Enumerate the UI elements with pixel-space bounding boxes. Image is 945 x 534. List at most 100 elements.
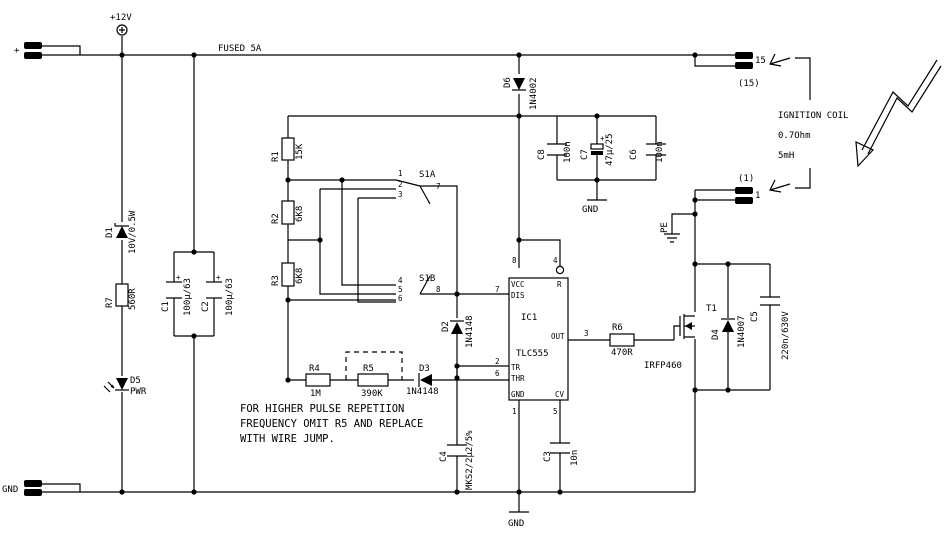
k15-label: 15 xyxy=(755,56,766,66)
r6-ref: R6 xyxy=(612,323,623,333)
d2-ref: D2 xyxy=(441,321,451,332)
d6-ref: D6 xyxy=(503,77,513,88)
c3-value: 10n xyxy=(570,450,580,466)
ic1-ref: IC1 xyxy=(521,313,537,323)
d3-ref: D3 xyxy=(419,364,430,374)
resistor-r6: R6 470R xyxy=(609,323,635,358)
c3-ref: C3 xyxy=(543,451,553,462)
resistor-r3: R3 6K8 xyxy=(271,262,305,287)
note-line2: FREQUENCY OMIT R5 AND REPLACE xyxy=(240,418,423,430)
ic1-pin-vcc: VCC xyxy=(511,280,525,289)
switch-s1b: S1B 4 5 6 8 xyxy=(398,274,441,303)
ic1-num-5: 5 xyxy=(553,407,558,416)
c7-ref: C7 xyxy=(580,149,590,160)
plus-terminal-label: + xyxy=(14,46,20,56)
ground-bottom-label: GND xyxy=(508,519,524,529)
r5-value: 390K xyxy=(361,389,383,399)
capacitor-c1: + C1 100µ/63 xyxy=(161,273,193,316)
coil-line1: IGNITION COIL xyxy=(778,111,848,121)
c2-value: 100µ/63 xyxy=(225,278,235,316)
d6-value: 1N4002 xyxy=(529,77,539,110)
ic1-num-2: 2 xyxy=(495,357,500,366)
note-block: FOR HIGHER PULSE REPETIION FREQUENCY OMI… xyxy=(240,403,423,445)
r5-ref: R5 xyxy=(363,364,374,374)
ic1-pin-dis: DIS xyxy=(511,291,525,300)
s1a-pin7: 7 xyxy=(436,182,441,191)
capacitor-c8: C8 100n xyxy=(537,141,573,163)
ground-caps-label: GND xyxy=(582,205,598,215)
capacitor-c2: + C2 100µ/63 xyxy=(201,273,235,316)
r6-value: 470R xyxy=(611,348,633,358)
junctions xyxy=(119,52,731,495)
k1-label: 1 xyxy=(755,191,760,201)
c4-ref: C4 xyxy=(439,451,449,462)
pe-earth-symbol: PE xyxy=(660,222,680,243)
d5-ref: D5 xyxy=(130,376,141,386)
ignition-coil: IGNITION COIL 0.7Ohm 5mH xyxy=(769,53,848,193)
fuse-label: FUSED 5A xyxy=(218,44,262,54)
d1-value: 10V/0.5W xyxy=(128,210,138,254)
diode-d6: D6 1N4002 xyxy=(503,77,539,110)
s1a-pin1: 1 xyxy=(398,169,403,178)
d3-value: 1N4148 xyxy=(406,387,439,397)
c2-plus: + xyxy=(216,273,221,282)
s1b-pin6: 6 xyxy=(398,294,403,303)
diode-d3: D3 1N4148 xyxy=(406,364,439,397)
r1-value: 15K xyxy=(295,143,305,160)
resistor-r1: R1 15K xyxy=(271,137,305,162)
wires xyxy=(42,36,771,512)
spark-icon xyxy=(855,59,942,168)
capacitor-c5: C5 220n/630V xyxy=(750,296,791,360)
s1b-pin8: 8 xyxy=(436,285,441,294)
supply-symbol: +12V FUSED 5A xyxy=(110,13,262,54)
r7-ref: R7 xyxy=(105,297,115,308)
c7-value: 47µ/25 xyxy=(605,133,615,166)
connector-1: (1) 1 xyxy=(735,174,760,204)
k15-alt-label: (15) xyxy=(738,79,760,89)
diode-d2: D2 1N4148 xyxy=(441,315,475,348)
r2-ref: R2 xyxy=(271,213,281,224)
ic1-pin-gnd: GND xyxy=(511,390,525,399)
ic1-num-8: 8 xyxy=(512,256,517,265)
ic1-pin-r: R xyxy=(557,280,562,289)
resistor-r7: R7 560R xyxy=(105,283,138,310)
s1a-pin2: 2 xyxy=(398,180,403,189)
c4-value: MKS2/2µ2/5% xyxy=(465,430,475,490)
connector-15: 15 (15) xyxy=(735,52,766,89)
capacitor-c3: C3 10n xyxy=(543,442,580,466)
gnd-terminal-label: GND xyxy=(2,485,18,495)
s1b-pin4: 4 xyxy=(398,276,403,285)
s1b-ref: S1B xyxy=(419,274,435,284)
k1-alt-label: (1) xyxy=(738,174,754,184)
c8-value: 100n xyxy=(563,141,573,163)
s1a-ref: S1A xyxy=(419,170,436,180)
ic1-num-3: 3 xyxy=(584,329,589,338)
c6-ref: C6 xyxy=(629,149,639,160)
c7-plus: + xyxy=(600,134,605,143)
r7-value: 560R xyxy=(128,288,138,310)
c8-ref: C8 xyxy=(537,149,547,160)
ic1-pin-cv: CV xyxy=(555,390,565,399)
ic1-tlc555: IC1 TLC555 VCC DIS TR THR GND OUT R CV 8… xyxy=(495,256,589,416)
mosfet-t1: T1 IRFP460 xyxy=(644,304,717,371)
pe-label: PE xyxy=(660,222,670,233)
ic1-num-4: 4 xyxy=(553,256,558,265)
coil-line2: 0.7Ohm xyxy=(778,131,811,141)
capacitor-c7: + C7 47µ/25 xyxy=(580,133,615,166)
d4-value: 1N4007 xyxy=(737,315,747,348)
d5-value: PWR xyxy=(130,387,147,397)
s1a-pin3: 3 xyxy=(398,190,403,199)
ic1-num-7: 7 xyxy=(495,285,500,294)
resistor-r5: R5 390K xyxy=(357,364,389,399)
c1-value: 100µ/63 xyxy=(183,278,193,316)
capacitor-c6: C6 100n xyxy=(629,141,666,163)
switch-s1a: S1A 1 2 3 7 xyxy=(395,169,441,205)
resistor-r2: R2 6K8 xyxy=(271,200,305,225)
ic1-pin-tr: TR xyxy=(511,363,521,372)
zener-d1: D1 10V/0.5W xyxy=(105,210,138,254)
coil-line3: 5mH xyxy=(778,151,794,161)
t1-ref: T1 xyxy=(706,304,717,314)
diode-d4: D4 1N4007 xyxy=(711,315,747,348)
ic1-num-6: 6 xyxy=(495,369,500,378)
